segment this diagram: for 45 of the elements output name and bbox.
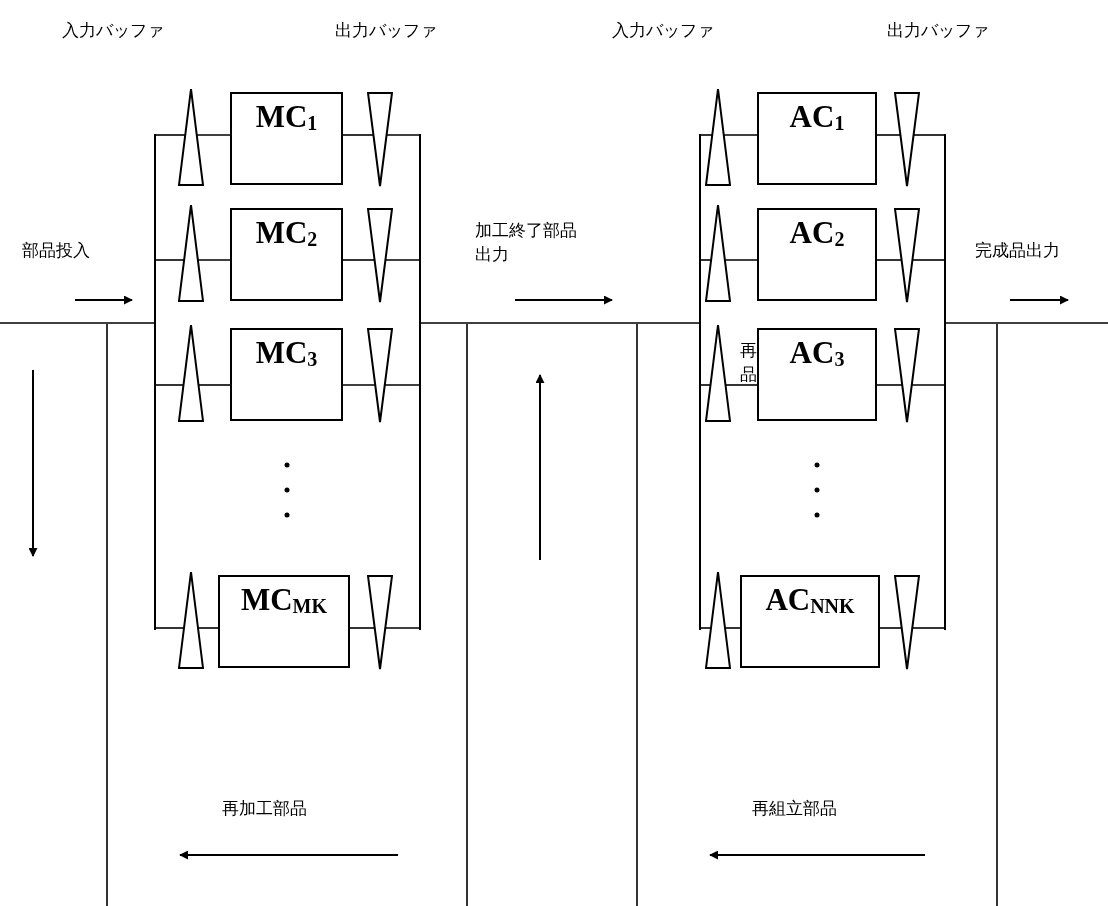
buffer-triangle (367, 208, 393, 303)
buffer-triangle (178, 88, 204, 186)
buffer-triangle (178, 204, 204, 302)
connector-line (700, 259, 712, 261)
flow-label: 加工終了部品出力 (475, 219, 578, 266)
buffer-triangle (367, 328, 393, 423)
buffer-label: 出力バッファ (887, 19, 989, 42)
buffer-triangle (894, 208, 920, 303)
buffer-triangle (894, 92, 920, 187)
buffer-triangle (705, 88, 731, 186)
buffer-triangle (178, 324, 204, 422)
buffer-triangle (705, 204, 731, 302)
machine-box: AC$_{3}$ (757, 328, 877, 421)
connector-line (911, 384, 945, 386)
buffer-triangle (367, 92, 393, 187)
buffer-triangle (705, 324, 731, 422)
buffer-triangle (178, 571, 204, 669)
machine-box: MC$_{MK}$ (218, 575, 350, 668)
buffer-triangle (894, 575, 920, 670)
machine-box: AC$_{NNK}$ (740, 575, 880, 668)
flow-label: 再加工部品 (222, 797, 307, 820)
buffer-triangle (367, 575, 393, 670)
connector-line (876, 384, 903, 386)
buffer-label: 入力バッファ (62, 19, 164, 42)
buffer-label: 入力バッファ (612, 19, 714, 42)
connector-line (384, 384, 420, 386)
connector-line (0, 322, 155, 324)
flow-label: 再組立部品 (752, 797, 837, 820)
buffer-label: 出力バッファ (335, 19, 437, 42)
flow-label: 部品投入 (22, 239, 90, 262)
machine-box: MC$_{1}$ (230, 92, 343, 185)
text-fragment: 再品 (740, 339, 758, 386)
connector-line (155, 259, 185, 261)
machine-box: MC$_{3}$ (230, 328, 343, 421)
connector-line (945, 322, 1108, 324)
buffer-triangle (705, 571, 731, 669)
machine-box: AC$_{2}$ (757, 208, 877, 301)
connector-line (420, 322, 700, 324)
connector-line (197, 259, 231, 261)
connector-line (724, 259, 758, 261)
machine-box: MC$_{2}$ (230, 208, 343, 301)
machine-box: AC$_{1}$ (757, 92, 877, 185)
buffer-triangle (894, 328, 920, 423)
flow-label: 完成品出力 (975, 239, 1060, 262)
connector-line (342, 384, 376, 386)
